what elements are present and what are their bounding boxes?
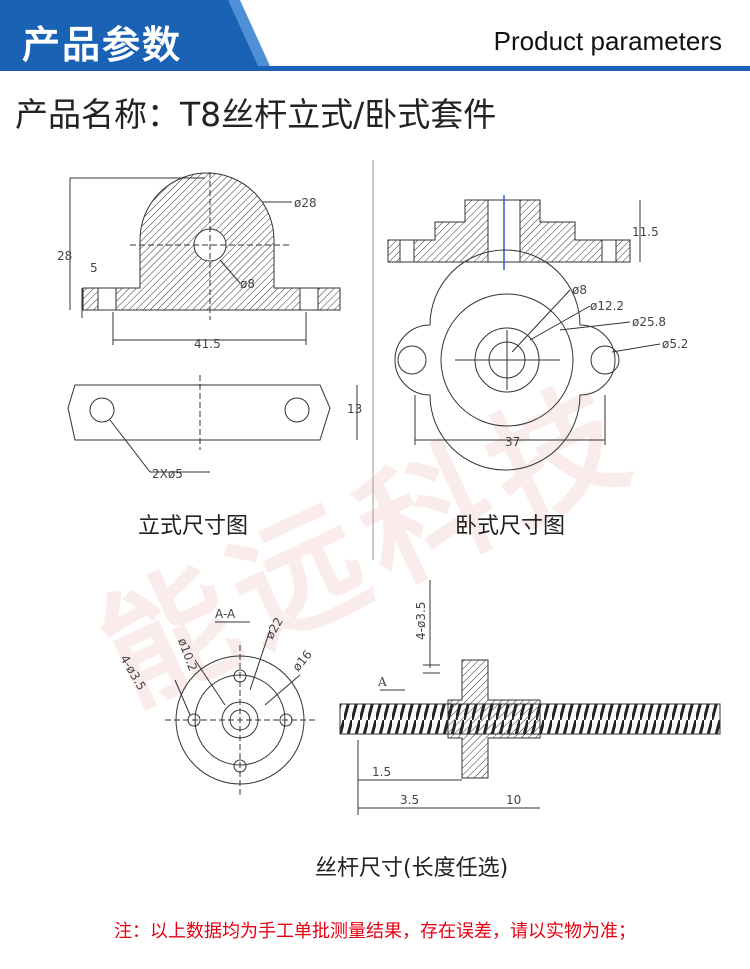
dim-screw-aa: A-A <box>215 607 236 621</box>
dim-screw-top35: 4-ø3.5 <box>414 602 428 640</box>
dim-screw-d35: 4-ø3.5 <box>117 653 148 693</box>
dim-horizontal-h11: 11.5 <box>632 225 659 239</box>
dim-vertical-h5: 5 <box>90 261 98 275</box>
vertical-block-front <box>69 172 341 345</box>
vertical-caption: 立式尺寸图 <box>138 514 249 539</box>
dim-screw-w10: 10 <box>506 793 521 807</box>
horizontal-block-top <box>394 249 661 471</box>
header-subtitle: Product parameters <box>493 26 722 56</box>
screw-caption: 丝杆尺寸(长度任选) <box>315 856 509 881</box>
dim-horizontal-d5: ø5.2 <box>662 337 688 351</box>
dim-screw-d16: ø16 <box>290 648 315 674</box>
dim-vertical-h13: 13 <box>347 402 362 416</box>
dim-vertical-holes: 2Xø5 <box>152 467 183 481</box>
dim-screw-a: A <box>377 675 387 689</box>
dim-vertical-h28: 28 <box>57 249 72 263</box>
dim-screw-d22: ø22 <box>262 615 285 642</box>
dim-horizontal-d12: ø12.2 <box>590 299 624 313</box>
technical-drawing: ø28 28 5 ø8 41.5 13 2Xø5 11.5 <box>57 160 721 815</box>
screw-side <box>339 580 721 815</box>
nut-front <box>165 621 315 795</box>
vertical-block-top <box>67 375 358 473</box>
dim-screw-w15: 1.5 <box>372 765 391 779</box>
dim-vertical-d28: ø28 <box>294 196 317 210</box>
dim-vertical-w41: 41.5 <box>194 337 221 351</box>
dim-screw-d102: ø10.2 <box>175 636 200 673</box>
dim-horizontal-d25: ø25.8 <box>632 315 666 329</box>
header-bar <box>0 0 750 71</box>
dim-vertical-d8: ø8 <box>240 277 255 291</box>
dim-screw-w35: 3.5 <box>400 793 419 807</box>
dim-horizontal-w37: 37 <box>505 435 520 449</box>
dim-horizontal-d8: ø8 <box>572 283 587 297</box>
product-name: 产品名称：T8丝杆立式/卧式套件 <box>15 95 497 134</box>
disclaimer-note: 注：以上数据均为手工单批测量结果，存在误差，请以实物为准； <box>114 921 636 942</box>
header-title: 产品参数 <box>22 23 183 67</box>
horizontal-block-side <box>387 195 641 270</box>
horizontal-caption: 卧式尺寸图 <box>455 514 566 539</box>
